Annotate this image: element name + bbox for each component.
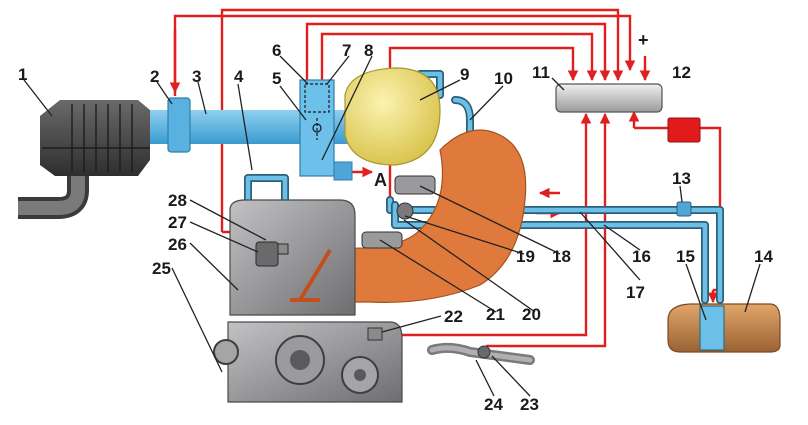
label-7: 7: [342, 41, 351, 60]
label-5: 5: [272, 69, 281, 88]
label-11: 11: [532, 63, 550, 82]
point-a-label: A: [374, 170, 387, 190]
fuel-tank: [667, 303, 781, 353]
label-3: 3: [192, 67, 201, 86]
label-20: 20: [522, 305, 541, 324]
label-21: 21: [486, 305, 505, 324]
label-13: 13: [672, 169, 691, 188]
label-18: 18: [552, 247, 571, 266]
label-22: 22: [444, 307, 463, 326]
label-25: 25: [152, 259, 171, 278]
label-28: 28: [168, 191, 187, 210]
label-10: 10: [494, 69, 513, 88]
label-23: 23: [520, 395, 539, 414]
label-17: 17: [626, 283, 645, 302]
label-14: 14: [754, 247, 773, 266]
label-4: 4: [234, 67, 244, 86]
label-15: 15: [676, 247, 695, 266]
fuel-injectors: [361, 175, 436, 249]
label-19: 19: [516, 247, 535, 266]
label-16: 16: [632, 247, 651, 266]
label-2: 2: [150, 67, 159, 86]
engine-block: [213, 199, 403, 403]
fuel-pump-relay: [667, 117, 701, 143]
sensors-lower: [367, 327, 535, 365]
label-1: 1: [18, 65, 27, 84]
label-9: 9: [460, 65, 469, 84]
label-24: 24: [484, 395, 503, 414]
intake-manifold: [344, 129, 527, 303]
receiver: [344, 67, 441, 166]
label-12: 12: [672, 63, 691, 82]
label-8: 8: [364, 41, 373, 60]
plus-symbol: +: [638, 30, 649, 50]
ecu: [555, 83, 663, 113]
air-intake-duct: [150, 79, 355, 181]
label-27: 27: [168, 213, 187, 232]
fuel-pressure-regulator: [255, 241, 289, 267]
air-filter: [18, 100, 150, 219]
label-6: 6: [272, 41, 281, 60]
leader-lines: [23, 55, 761, 397]
callout-labels: 1 2 3 4 5 6 7 8 9 10 11 12 13 14 15 16 1…: [18, 30, 773, 414]
label-26: 26: [168, 235, 187, 254]
